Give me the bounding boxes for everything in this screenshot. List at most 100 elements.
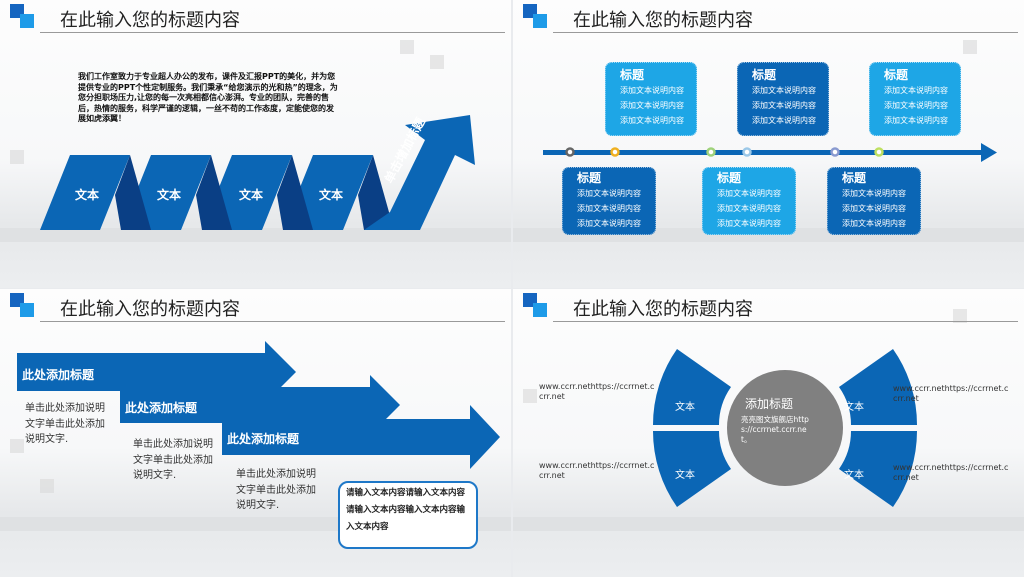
card-title: 标题 <box>842 171 867 185</box>
card-line: 添加文本说明内容 <box>620 86 684 95</box>
logo-square <box>20 303 34 317</box>
note-box[interactable]: 请输入文本内容请输入文本内容请输入文本内容输入文本内容输入文本内容 <box>338 481 478 549</box>
timeline-line <box>543 150 983 155</box>
card-title: 标题 <box>717 171 742 185</box>
card-title: 标题 <box>620 68 645 82</box>
timeline-card[interactable]: 标题 添加文本说明内容 添加文本说明内容 添加文本说明内容 <box>869 62 961 136</box>
slide-title[interactable]: 在此输入您的标题内容 <box>60 10 240 31</box>
card-line: 添加文本说明内容 <box>577 189 641 198</box>
card-line: 添加文本说明内容 <box>752 116 816 125</box>
timeline-card[interactable]: 标题 添加文本说明内容 添加文本说明内容 添加文本说明内容 <box>562 167 656 235</box>
timeline-node <box>706 147 716 157</box>
url-text[interactable]: www.ccrr.nethttps://ccrrnet.ccrr.net <box>539 382 655 401</box>
slide-title[interactable]: 在此输入您的标题内容 <box>573 299 753 320</box>
wedge-label[interactable]: 文本 <box>675 470 695 481</box>
wedge-upper-right <box>839 349 917 425</box>
timeline <box>543 143 997 162</box>
floor <box>513 517 1024 531</box>
logo-square <box>20 14 34 28</box>
slide-1[interactable]: 在此输入您的标题内容 我们工作室致力于专业超人办公的发布，课件及汇报PPT的美化… <box>0 0 511 288</box>
timeline-card[interactable]: 标题 添加文本说明内容 添加文本说明内容 添加文本说明内容 <box>827 167 921 235</box>
card-line: 添加文本说明内容 <box>577 219 641 228</box>
step-label[interactable]: 文本 <box>239 188 264 202</box>
card-line: 添加文本说明内容 <box>752 86 816 95</box>
card-line: 添加文本说明内容 <box>884 116 948 125</box>
title-rule <box>553 321 1018 322</box>
arrow-description[interactable]: 单击此处添加说明文字单击此处添加说明文字. <box>236 469 316 511</box>
center-text[interactable]: 亮亮图文旗舰店https://ccrrnet.ccrr.net。 <box>741 415 809 444</box>
card-line: 添加文本说明内容 <box>842 204 906 213</box>
wedge-label[interactable]: 文本 <box>844 470 864 481</box>
card-line: 添加文本说明内容 <box>884 86 948 95</box>
card-line: 添加文本说明内容 <box>884 101 948 110</box>
card-line: 添加文本说明内容 <box>620 101 684 110</box>
title-rule <box>40 32 505 33</box>
wedge-lower-right <box>839 431 918 507</box>
arrow-title[interactable]: 此处添加标题 <box>227 432 300 446</box>
step-arrows <box>17 341 500 469</box>
card-line: 添加文本说明内容 <box>717 189 781 198</box>
title-rule <box>553 32 1018 33</box>
arrow-title[interactable]: 此处添加标题 <box>125 401 198 415</box>
card-line: 添加文本说明内容 <box>717 204 781 213</box>
timeline-node <box>874 147 884 157</box>
url-text[interactable]: www.ccrr.nethttps://ccrrnet.ccrr.net <box>893 463 1009 482</box>
pixel-decor <box>953 309 967 323</box>
step-arrow <box>222 405 500 469</box>
arrow-description[interactable]: 单击此处添加说明文字单击此处添加说明文字. <box>133 439 213 481</box>
card-line: 添加文本说明内容 <box>577 204 641 213</box>
pixel-decor <box>10 439 24 453</box>
card-line: 添加文本说明内容 <box>717 219 781 228</box>
intro-paragraph[interactable]: 我们工作室致力于专业超人办公的发布，课件及汇报PPT的美化，并为您提供专业的PP… <box>78 72 338 123</box>
slide-4[interactable]: 在此输入您的标题内容 添加标题 亮亮图文旗舰店https://ccrrnet.c… <box>513 289 1024 577</box>
rising-arrow <box>364 115 475 230</box>
card-line: 添加文本说明内容 <box>842 189 906 198</box>
timeline-card[interactable]: 标题 添加文本说明内容 添加文本说明内容 添加文本说明内容 <box>605 62 697 136</box>
slide-title[interactable]: 在此输入您的标题内容 <box>60 299 240 320</box>
floor <box>0 228 511 242</box>
timeline-arrowhead <box>981 143 997 162</box>
wedge-upper-left <box>652 349 731 425</box>
card-title: 标题 <box>577 171 602 185</box>
slide-3[interactable]: 在此输入您的标题内容 此处添加标题 此处添加标题 此处添加标题 单击此处添加说明… <box>0 289 511 577</box>
card-line: 添加文本说明内容 <box>752 101 816 110</box>
pixel-decor <box>40 479 54 493</box>
step-label[interactable]: 文本 <box>75 188 100 202</box>
timeline-card[interactable]: 标题 添加文本说明内容 添加文本说明内容 添加文本说明内容 <box>737 62 829 136</box>
arrow-title[interactable]: 此处添加标题 <box>22 368 95 382</box>
slide-title[interactable]: 在此输入您的标题内容 <box>573 10 753 31</box>
zigzag-arrow-graphic <box>40 115 475 230</box>
wedge-label[interactable]: 文本 <box>844 402 864 413</box>
step-fold <box>277 155 313 230</box>
url-text[interactable]: www.ccrr.nethttps://ccrrnet.ccrr.net <box>539 461 655 480</box>
logo-square <box>533 14 547 28</box>
timeline-node <box>830 147 840 157</box>
timeline-node <box>610 147 620 157</box>
radial-diagram <box>652 349 918 507</box>
step-fold <box>358 155 394 230</box>
card-title: 标题 <box>884 68 909 82</box>
step-fold <box>115 155 151 230</box>
url-text[interactable]: www.ccrr.nethttps://ccrrnet.ccrr.net <box>893 384 1009 403</box>
timeline-card[interactable]: 标题 添加文本说明内容 添加文本说明内容 添加文本说明内容 <box>702 167 796 235</box>
center-title[interactable]: 添加标题 <box>745 397 794 411</box>
timeline-node <box>565 147 575 157</box>
slide-2[interactable]: 在此输入您的标题内容 标题 添加文本说明内容 添加文本说明内容 添加文本说明内容… <box>513 0 1024 288</box>
logo-square <box>533 303 547 317</box>
pixel-decor <box>400 40 414 54</box>
arrow-description[interactable]: 单击此处添加说明文字单击此处添加说明文字. <box>25 403 105 445</box>
timeline-node <box>742 147 752 157</box>
wedge-lower-left <box>652 431 731 507</box>
pixel-decor <box>430 55 444 69</box>
pixel-decor <box>10 150 24 164</box>
step-label[interactable]: 文本 <box>319 188 344 202</box>
step-label[interactable]: 文本 <box>157 188 182 202</box>
wedge-label[interactable]: 文本 <box>675 402 695 413</box>
step-fold <box>196 155 232 230</box>
pixel-decor <box>963 40 977 54</box>
title-rule <box>40 321 505 322</box>
card-line: 添加文本说明内容 <box>842 219 906 228</box>
card-title: 标题 <box>752 68 777 82</box>
center-circle <box>727 370 843 486</box>
step-shape <box>40 155 130 230</box>
